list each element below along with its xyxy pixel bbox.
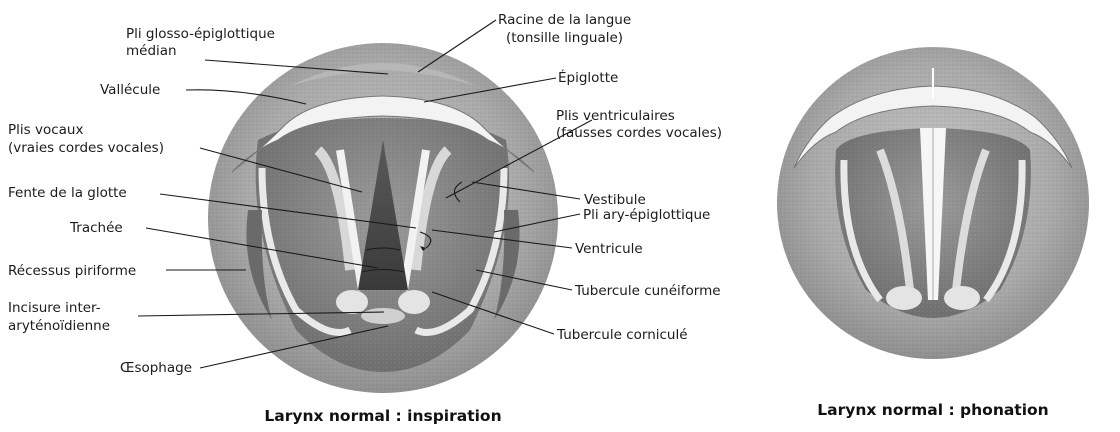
- label-cuneiforme: Tubercule cunéiforme: [574, 283, 721, 299]
- label-plis-vocaux-1: Plis vocaux: [8, 122, 83, 138]
- label-plis-ventriculaires-2: (fausses cordes vocales): [556, 125, 722, 141]
- label-plis-ventriculaires-1: Plis ventriculaires: [556, 108, 675, 124]
- label-fente: Fente de la glotte: [8, 185, 127, 201]
- label-racine-2: (tonsille linguale): [506, 30, 623, 46]
- label-pli-glosso-2: médian: [126, 43, 177, 59]
- label-ventricule: Ventricule: [575, 241, 643, 257]
- figure-phonation: [777, 47, 1089, 359]
- label-trachee: Trachée: [69, 220, 123, 236]
- label-incisure-1: Incisure inter-: [8, 300, 101, 316]
- label-corniculé: Tubercule corniculé: [556, 327, 688, 343]
- label-oesophage: Œsophage: [120, 360, 192, 376]
- label-pli-ary: Pli ary-épiglottique: [583, 207, 710, 223]
- caption-inspiration: Larynx normal : inspiration: [264, 407, 501, 425]
- label-vestibule: Vestibule: [584, 192, 646, 208]
- label-racine-1: Racine de la langue: [498, 12, 631, 28]
- caption-phonation: Larynx normal : phonation: [817, 401, 1048, 419]
- label-pli-glosso-1: Pli glosso-épiglottique: [126, 26, 275, 42]
- label-recessus: Récessus piriforme: [8, 263, 136, 279]
- label-epiglotte: Épiglotte: [558, 69, 618, 86]
- figure-inspiration: [208, 43, 558, 393]
- label-incisure-2: aryténoïdienne: [8, 318, 110, 334]
- label-plis-vocaux-2: (vraies cordes vocales): [8, 140, 164, 156]
- label-vallecule: Vallécule: [100, 82, 160, 98]
